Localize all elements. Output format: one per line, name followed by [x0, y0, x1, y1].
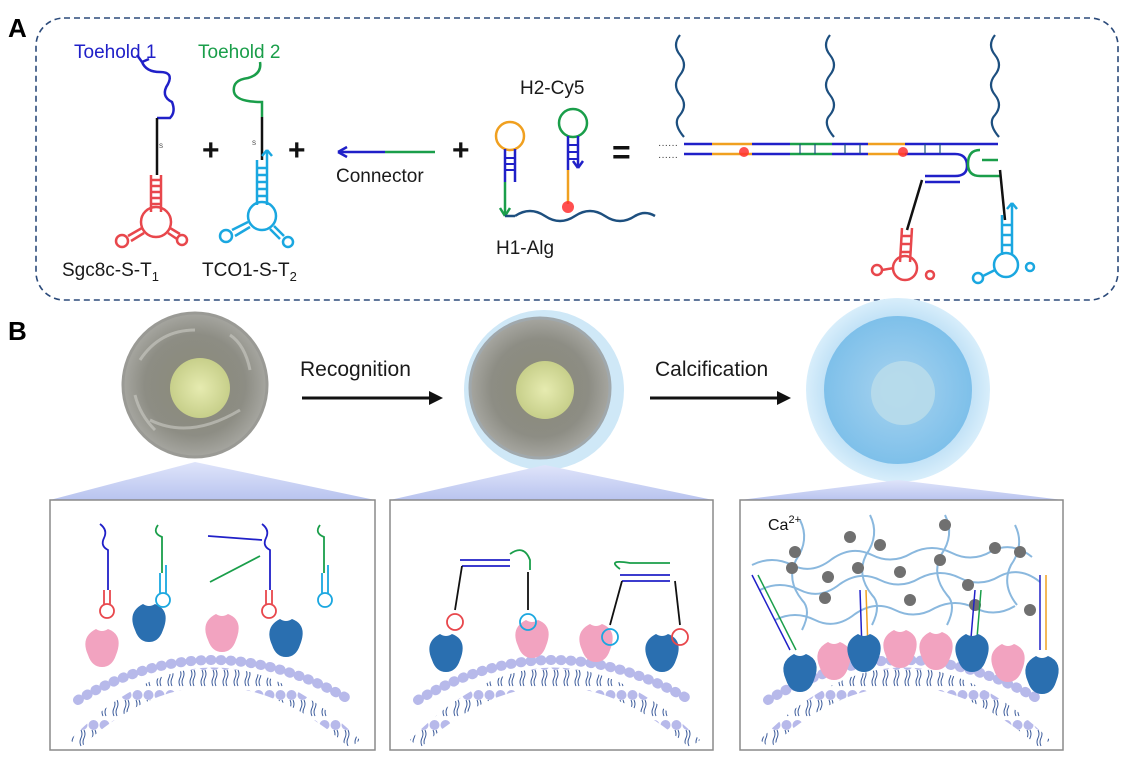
step-recognition-label: Recognition — [300, 358, 411, 381]
assembled-duplex: ······ ······ — [658, 34, 1036, 285]
membrane-1 — [70, 655, 360, 748]
svg-text:······: ······ — [658, 152, 678, 163]
calcium-ions — [786, 519, 1036, 616]
connector-strand — [337, 145, 435, 159]
aptamer-sgc8c-label: Sgc8c-S-T1 — [62, 260, 159, 284]
h1-alg-hairpin — [494, 120, 656, 223]
bound-aptamers-box-2 — [446, 549, 689, 646]
arrow-recognition-head — [429, 391, 443, 405]
plus-sign-2: + — [288, 134, 306, 167]
arrow-calcification-head — [777, 391, 791, 405]
panel-b-letter: B — [8, 316, 27, 346]
panel-a-dashed-border — [35, 17, 1119, 301]
linker-ladders — [751, 574, 1047, 651]
step-calcification-label: Calcification — [655, 358, 768, 381]
aptamer-tco1-label: TCO1-S-T2 — [202, 260, 297, 284]
aptamer-tco1-strand: S — [218, 61, 295, 249]
receptors-box-3 — [783, 630, 1059, 694]
h1-alg-label: H1-Alg — [496, 238, 554, 259]
zoom-fan-2 — [390, 465, 713, 500]
h2-cy5-label: H2-Cy5 — [520, 78, 584, 99]
plus-sign-1: + — [202, 134, 220, 167]
receptors-box-1 — [85, 604, 303, 667]
connector-label: Connector — [336, 166, 424, 187]
aptamer-sgc8c-strand: S — [114, 54, 189, 249]
svg-text:······: ······ — [658, 140, 678, 151]
zoom-fan-1 — [50, 462, 375, 500]
equals-sign: = — [612, 134, 631, 170]
h2-cy5-hairpin — [557, 107, 589, 213]
panel-a-letter: A — [8, 13, 27, 43]
zoom-fan-3 — [740, 480, 1063, 500]
cell-recognized — [464, 310, 624, 470]
toehold-1-label: Toehold 1 — [74, 42, 156, 63]
membrane-2 — [410, 655, 700, 748]
plus-sign-3: + — [452, 134, 470, 167]
free-aptamers-box-1 — [99, 523, 333, 619]
cell-calcified — [806, 298, 990, 482]
svg-text:S: S — [159, 144, 163, 150]
toehold-2-label: Toehold 2 — [198, 42, 280, 63]
cell-untreated — [121, 311, 269, 459]
ca-ion-label: Ca2+ — [768, 514, 801, 534]
svg-text:S: S — [252, 141, 256, 147]
